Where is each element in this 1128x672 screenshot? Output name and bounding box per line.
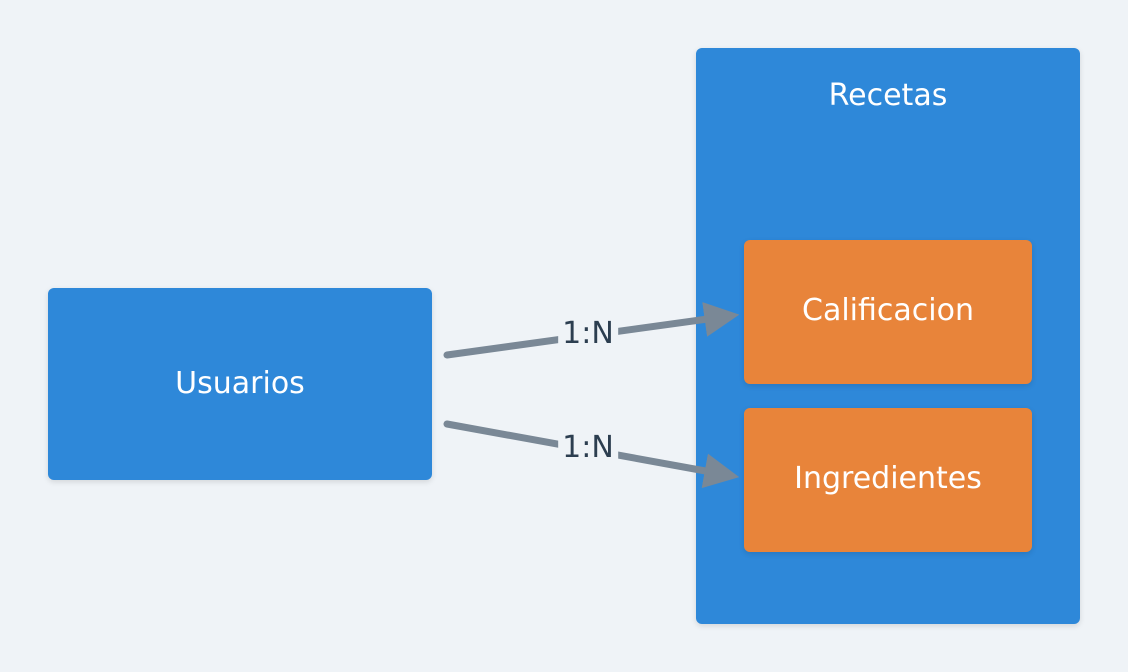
- usuarios-label: Usuarios: [175, 366, 305, 401]
- ingredientes-node: Ingredientes: [744, 408, 1032, 552]
- recetas-label: Recetas: [828, 78, 948, 113]
- edge-label-ingredientes: 1:N: [558, 430, 618, 466]
- edge-label-calificacion: 1:N: [558, 316, 618, 352]
- calificacion-node: Calificacion: [744, 240, 1032, 384]
- ingredientes-label: Ingredientes: [794, 461, 982, 496]
- usuarios-node: Usuarios: [48, 288, 432, 480]
- calificacion-label: Calificacion: [802, 293, 974, 328]
